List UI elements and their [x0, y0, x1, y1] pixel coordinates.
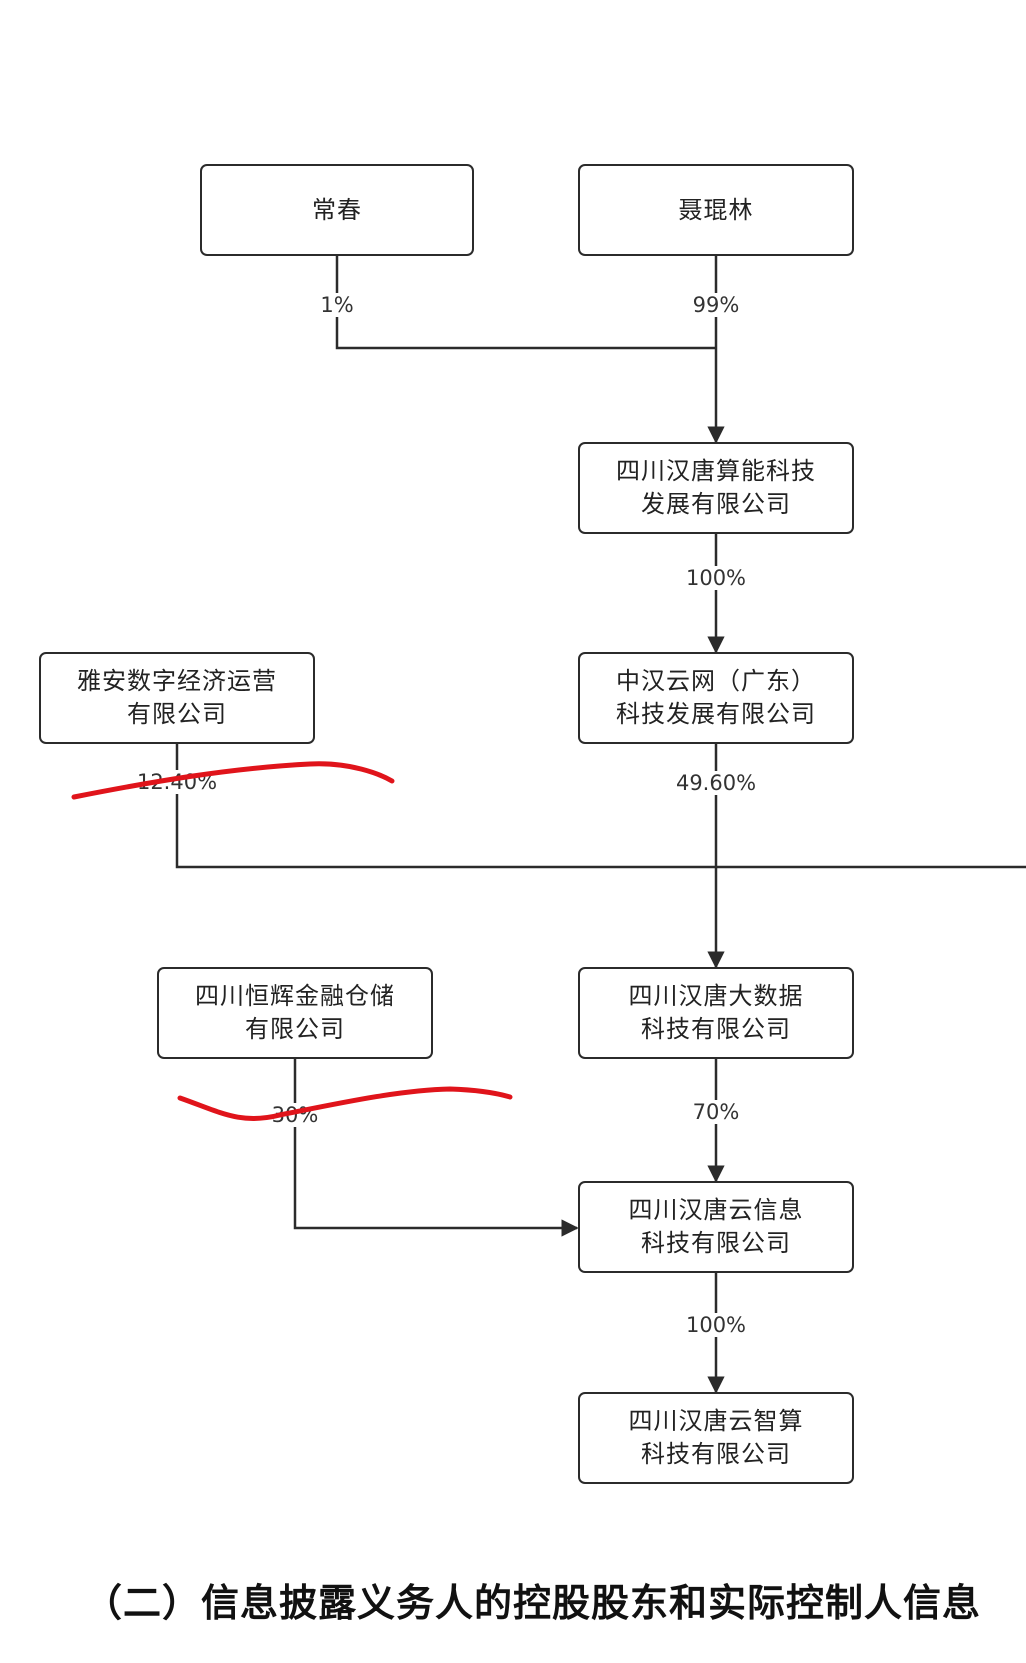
node-suanneng: 四川汉唐算能科技 发展有限公司	[578, 442, 854, 534]
node-yunzhisuan-line2: 科技有限公司	[641, 1440, 791, 1468]
pct-niekunlin: 99%	[689, 293, 743, 317]
node-yunxinxi-line1: 四川汉唐云信息	[628, 1196, 804, 1224]
node-changchun-label: 常春	[312, 195, 362, 224]
pct-yunxinxi: 100%	[682, 1313, 750, 1337]
node-niekunlin: 聂琨林	[578, 164, 854, 256]
node-yunzhisuan: 四川汉唐云智算 科技有限公司	[578, 1392, 854, 1484]
edge-changchun	[335, 256, 716, 350]
node-yaan-line2: 有限公司	[127, 700, 227, 728]
node-yunxinxi-line2: 科技有限公司	[641, 1229, 791, 1257]
node-henghui: 四川恒辉金融仓储 有限公司	[157, 967, 433, 1059]
node-yaan-line1: 雅安数字经济运营	[77, 667, 277, 695]
node-yaan: 雅安数字经济运营 有限公司	[39, 652, 315, 744]
node-yunzhisuan-line1: 四川汉唐云智算	[628, 1407, 804, 1435]
pct-yaan: 12.40%	[133, 770, 221, 794]
node-suanneng-line1: 四川汉唐算能科技	[616, 457, 816, 485]
node-zhonghan: 中汉云网（广东） 科技发展有限公司	[578, 652, 854, 744]
pct-dashuju: 70%	[689, 1100, 743, 1124]
pct-zhonghan: 49.60%	[672, 771, 760, 795]
node-dashuju: 四川汉唐大数据 科技有限公司	[578, 967, 854, 1059]
node-zhonghan-line2: 科技发展有限公司	[616, 700, 816, 728]
node-suanneng-line2: 发展有限公司	[641, 490, 791, 518]
node-yunxinxi: 四川汉唐云信息 科技有限公司	[578, 1181, 854, 1273]
edge-yaan	[175, 744, 1026, 869]
node-henghui-line1: 四川恒辉金融仓储	[195, 982, 395, 1010]
node-dashuju-line1: 四川汉唐大数据	[628, 982, 804, 1010]
section-heading: （二）信息披露义务人的控股股东和实际控制人信息	[84, 1581, 982, 1625]
edge-henghui-to-yunxinxi	[293, 1059, 579, 1237]
node-zhonghan-line1: 中汉云网（广东）	[616, 667, 816, 695]
node-dashuju-line2: 科技有限公司	[641, 1015, 791, 1043]
pct-suanneng: 100%	[682, 566, 750, 590]
node-henghui-line2: 有限公司	[245, 1015, 345, 1043]
node-changchun: 常春	[200, 164, 474, 256]
pct-changchun: 1%	[317, 293, 357, 317]
pct-henghui: 30%	[268, 1103, 322, 1127]
node-niekunlin-label: 聂琨林	[678, 195, 754, 224]
